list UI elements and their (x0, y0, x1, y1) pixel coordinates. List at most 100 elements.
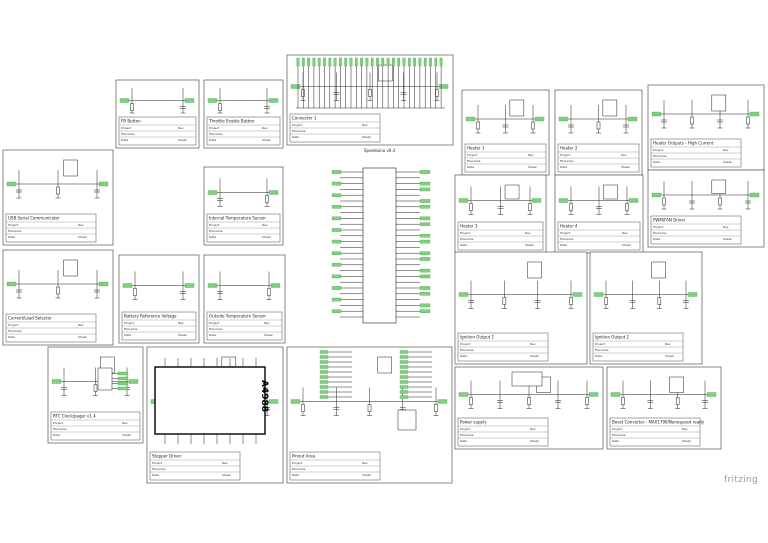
block-thermo[interactable]: Internal Temperature SensorProjectFilena… (203, 166, 284, 246)
titleblock-rev: Rev (78, 223, 84, 227)
titleblock-sheet: Sheet (622, 243, 631, 247)
titleblock-label: Filename (612, 433, 626, 437)
titleblock-label: Date (467, 165, 474, 169)
block-title: Ignition Output 1 (460, 335, 494, 340)
block-title: Power supply (460, 420, 487, 425)
titleblock-label: Project (292, 123, 303, 127)
titleblock-rev: Rev (262, 126, 268, 130)
titleblock-label: Project (612, 427, 623, 431)
titleblock-rev: Rev (362, 123, 368, 127)
titleblock-sheet: Sheet (178, 333, 187, 337)
titleblock-label: Filename (460, 348, 474, 352)
titleblock-label: Filename (209, 327, 223, 331)
titleblock-label: Filename (292, 129, 306, 133)
block-title: RTC Clock/pager v1.4 (53, 414, 96, 419)
titleblock-rev: Rev (528, 153, 534, 157)
titleblock-label: Filename (209, 229, 223, 233)
titleblock-label: Filename (8, 229, 22, 233)
titleblock-label: Filename (152, 467, 166, 471)
block-vref[interactable]: Battery Reference VoltageProjectFilename… (118, 254, 200, 344)
block-title: Heater 1 (467, 146, 485, 151)
main-mcu[interactable]: Speeduino v0.4 (362, 148, 397, 324)
block-title: Boost Converter - MAX1796/Nanospeed read… (612, 420, 705, 425)
titleblock-label: Project (209, 321, 220, 325)
titleblock-label: Date (653, 237, 660, 241)
block-mosfet-hs[interactable]: Heater Outputs - High CurrentProjectFile… (647, 84, 765, 171)
titleblock-label: Project (560, 231, 571, 235)
titleblock-label: Project (152, 461, 163, 465)
block-title: USB Serial Communicator (8, 216, 60, 221)
titleblock-sheet: Sheet (665, 354, 674, 358)
titleblock-label: Date (124, 333, 131, 337)
titleblock-sheet: Sheet (723, 237, 732, 241)
titleblock-rev: Rev (78, 323, 84, 327)
titleblock-label: Date (53, 433, 60, 437)
titleblock-label: Filename (653, 154, 667, 158)
titleblock-label: Filename (595, 348, 609, 352)
titleblock-label: Project (595, 342, 606, 346)
titleblock-label: Filename (653, 231, 667, 235)
block-title: Heater 3 (460, 224, 478, 229)
block-ext-temp[interactable]: Outside Temperature SensorProjectFilenam… (203, 254, 286, 344)
titleblock-rev: Rev (178, 126, 184, 130)
block-title: Outside Temperature Sensor (209, 314, 266, 319)
block-title: Current/Load Selector (8, 316, 52, 321)
titleblock-label: Project (653, 148, 664, 152)
block-inamp[interactable]: Current/Load SelectorProjectFilenameDate… (2, 249, 114, 346)
titleblock-sheet: Sheet (682, 439, 691, 443)
titleblock-rev: Rev (621, 153, 627, 157)
titleblock-rev: Rev (262, 223, 268, 227)
titleblock-rev: Rev (525, 231, 531, 235)
titleblock-sheet: Sheet (362, 473, 371, 477)
titleblock-label: Filename (209, 132, 223, 136)
titleblock-label: Filename (460, 237, 474, 241)
titleblock-label: Project (209, 223, 220, 227)
titleblock-label: Project (8, 323, 19, 327)
titleblock-label: Project (8, 223, 19, 227)
titleblock-label: Date (292, 135, 299, 139)
titleblock-label: Project (209, 126, 220, 130)
titleblock-label: Date (8, 235, 15, 239)
titleblock-sheet: Sheet (723, 160, 732, 164)
titleblock-label: Project (467, 153, 478, 157)
titleblock-label: Project (460, 342, 471, 346)
titleblock-label: Date (209, 138, 216, 142)
titleblock-sheet: Sheet (262, 235, 271, 239)
block-title: Throttle Enable Button (208, 119, 255, 124)
titleblock-label: Date (8, 335, 15, 339)
titleblock-rev: Rev (530, 342, 536, 346)
titleblock-sheet: Sheet (525, 243, 534, 247)
titleblock-label: Project (460, 427, 471, 431)
block-title: Heater 2 (560, 146, 578, 151)
titleblock-label: Date (292, 473, 299, 477)
titleblock-label: Project (292, 461, 303, 465)
block-boost[interactable]: Boost Converter - MAX1796/Nanospeed read… (606, 366, 722, 450)
titleblock-sheet: Sheet (262, 138, 271, 142)
titleblock-label: Project (53, 421, 64, 425)
titleblock-rev: Rev (122, 421, 128, 425)
titleblock-label: Project (653, 225, 664, 229)
titleblock-label: Date (560, 165, 567, 169)
block-fb-mode[interactable]: Throttle Enable ButtonProjectFilenameDat… (203, 79, 284, 149)
titleblock-label: Filename (292, 467, 306, 471)
titleblock-rev: Rev (222, 461, 228, 465)
titleblock-rev: Rev (264, 321, 270, 325)
titleblock-label: Date (460, 439, 467, 443)
titleblock-label: Filename (560, 159, 574, 163)
block-title: Heater 4 (560, 224, 578, 229)
titleblock-label: Date (560, 243, 567, 247)
titleblock-label: Date (460, 354, 467, 358)
titleblock-label: Date (152, 473, 159, 477)
titleblock-sheet: Sheet (222, 473, 231, 477)
titleblock-sheet: Sheet (530, 354, 539, 358)
stepper-driver-chip[interactable]: A4988 (154, 366, 269, 435)
block-title: Ignition Output 2 (595, 335, 629, 340)
titleblock-label: Filename (8, 329, 22, 333)
